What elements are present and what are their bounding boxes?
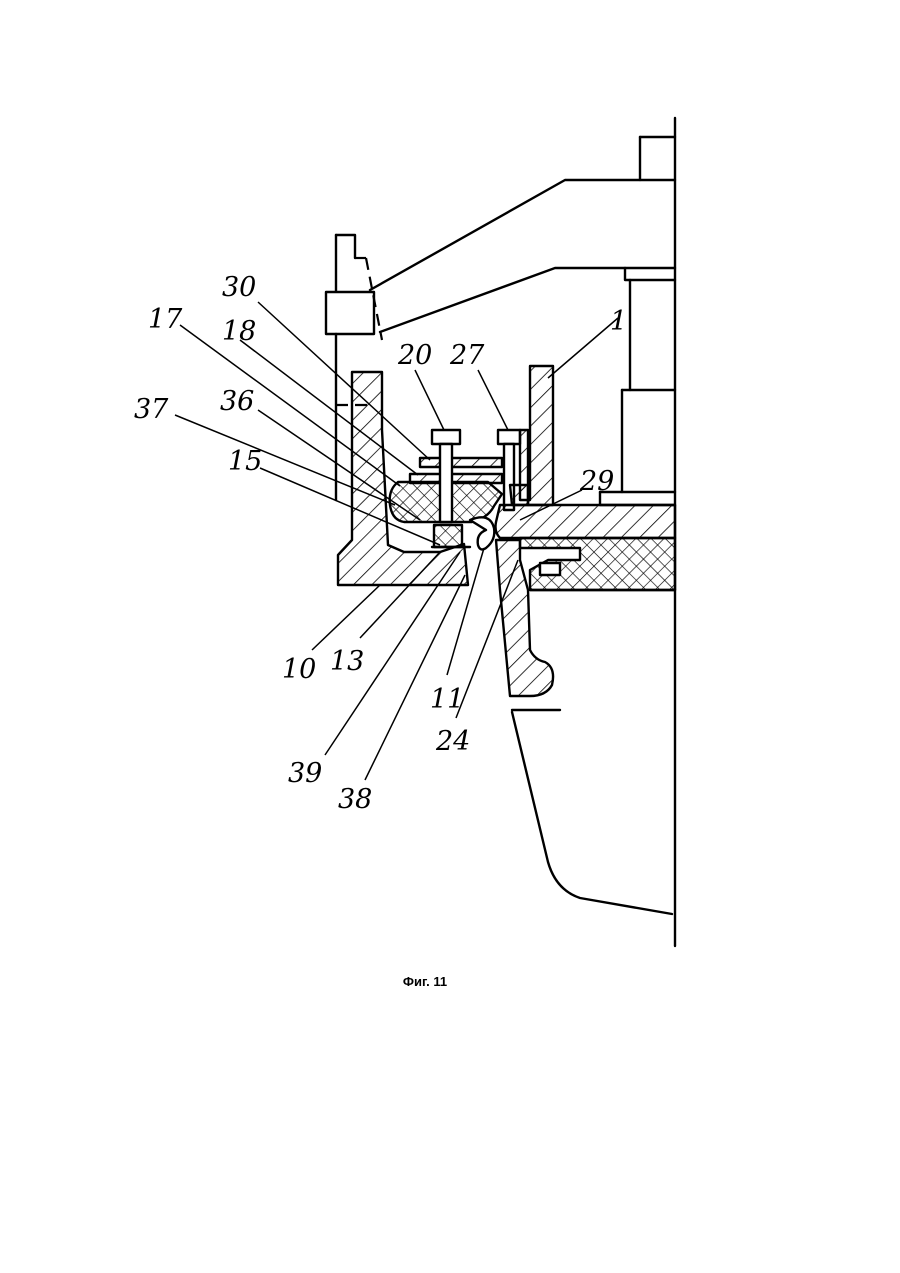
label-20: 20 (397, 340, 432, 371)
label-39: 39 (288, 758, 322, 789)
label-38: 38 (338, 784, 372, 815)
label-27: 27 (449, 340, 485, 371)
label-30: 30 (222, 272, 256, 303)
label-37: 37 (134, 394, 169, 425)
label-10: 10 (282, 654, 316, 685)
upper-plates (410, 458, 502, 483)
tank-outline (512, 590, 675, 914)
figure-caption: Фиг. 11 (360, 974, 490, 989)
label-18: 18 (222, 316, 256, 347)
part-29 (510, 485, 528, 505)
small-nut (540, 563, 560, 575)
label-13: 13 (330, 646, 364, 677)
part-11 (470, 517, 494, 549)
label-1: 1 (610, 306, 627, 337)
label-11: 11 (430, 684, 464, 715)
label-15: 15 (228, 446, 262, 477)
label-24: 24 (435, 726, 470, 757)
label-29: 29 (579, 466, 614, 497)
label-17: 17 (148, 304, 183, 335)
label-36: 36 (220, 386, 254, 417)
part-24-bar (496, 505, 676, 538)
